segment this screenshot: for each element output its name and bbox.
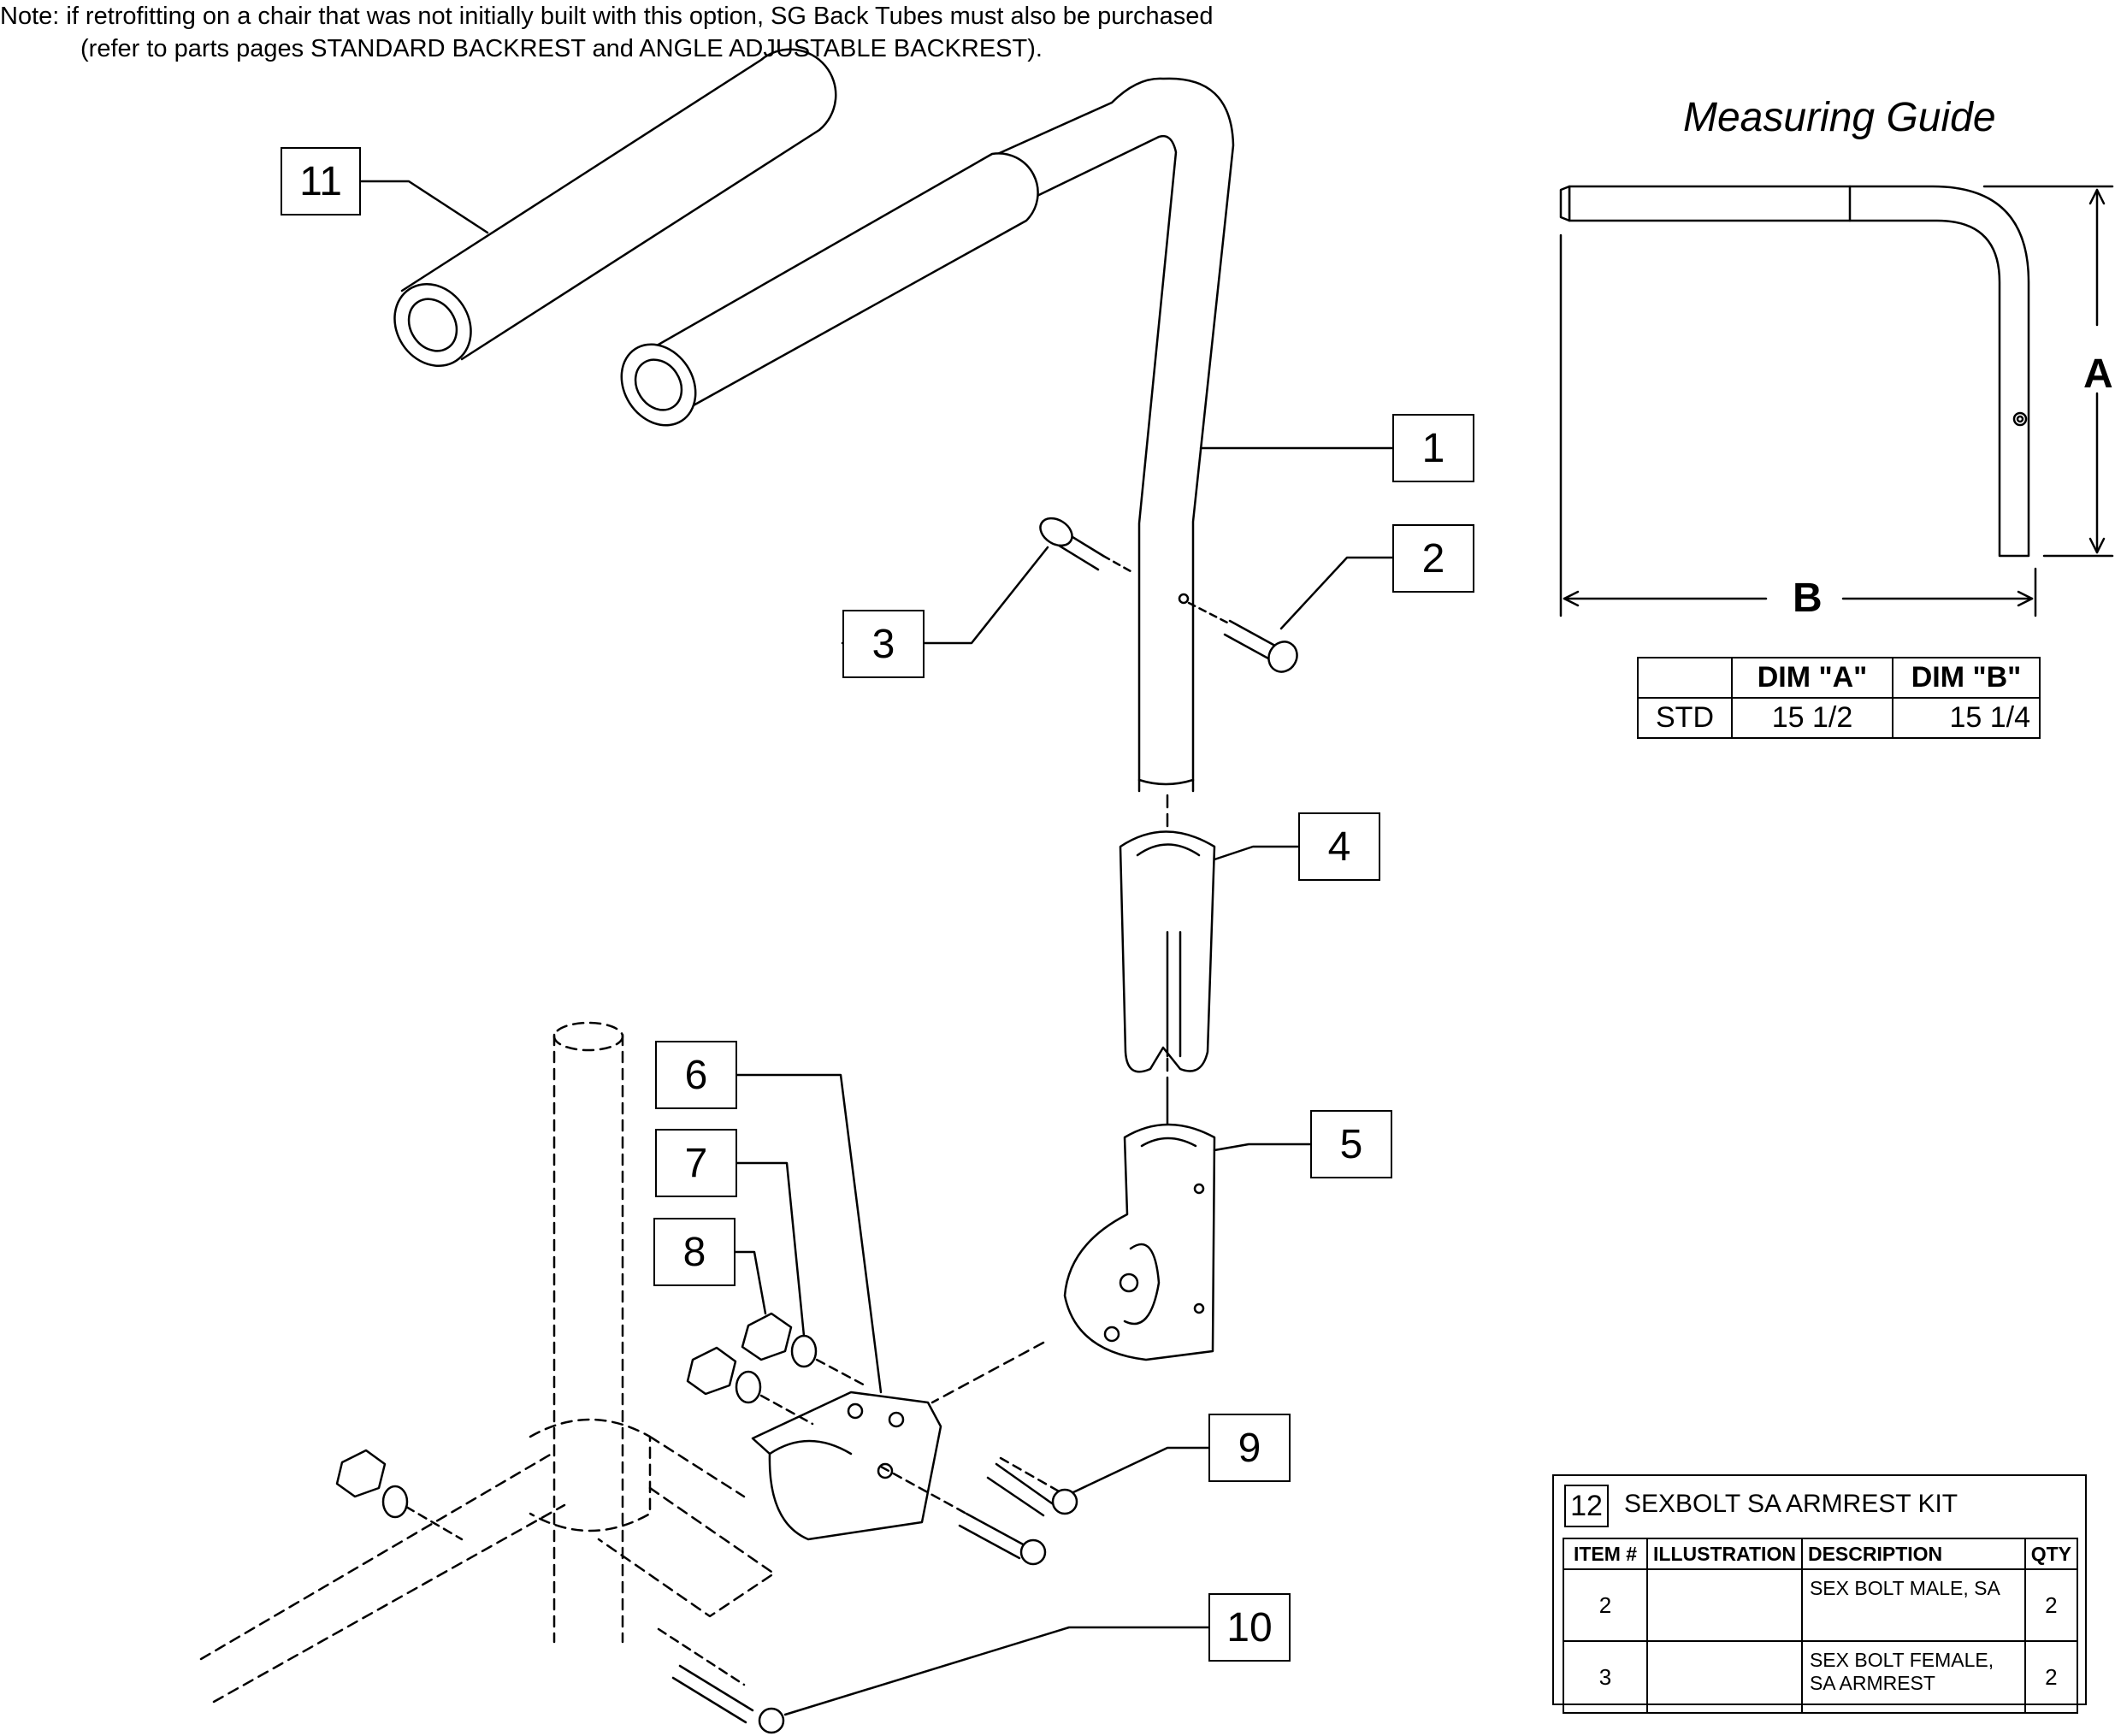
kit-header-qty: QTY xyxy=(2023,1538,2079,1570)
callout-7: 7 xyxy=(655,1129,737,1197)
retrofit-note-line-1: Note: if retrofitting on a chair that wa… xyxy=(0,3,1214,30)
kit-table: ITEM # ILLUSTRATION DESCRIPTION QTY 2 SE… xyxy=(1563,1538,2079,1714)
callout-2: 2 xyxy=(1392,524,1474,593)
dim-row-label: STD xyxy=(1637,697,1733,739)
callout-3: 3 xyxy=(842,610,925,678)
kit-qty: 2 xyxy=(2023,1640,2079,1714)
dimension-table: DIM "A" DIM "B" STD 15 1/2 15 1/4 xyxy=(1637,657,2041,739)
kit-row: 2 SEX BOLT MALE, SA 2 xyxy=(1563,1568,2079,1642)
chair-frame-phantom-drawing xyxy=(199,1021,1045,1704)
kit-illustration-cell xyxy=(1646,1568,1803,1642)
callout-10: 10 xyxy=(1208,1593,1291,1662)
measuring-guide-title: Measuring Guide xyxy=(1683,95,1996,140)
part-2-bolt-drawing xyxy=(1187,601,1298,673)
kit-item-number: 2 xyxy=(1563,1568,1648,1642)
kit-title: SEXBOLT SA ARMREST KIT xyxy=(1624,1490,1958,1518)
kit-header-item: ITEM # xyxy=(1563,1538,1648,1570)
dim-header-b: DIM "B" xyxy=(1892,657,2041,699)
dim-row-a-value: 15 1/2 xyxy=(1731,697,1893,739)
retrofit-note-line-2: (refer to parts pages STANDARD BACKREST … xyxy=(80,35,1043,62)
kit-qty: 2 xyxy=(2023,1568,2079,1642)
part-9-10-bolts-drawing xyxy=(657,1456,1078,1734)
kit-item-number: 3 xyxy=(1563,1640,1648,1714)
kit-number: 12 xyxy=(1564,1485,1609,1527)
part-5-receiver-drawing xyxy=(1063,1123,1216,1361)
part-7-8-hardware-drawing xyxy=(335,1312,870,1541)
callout-4: 4 xyxy=(1298,812,1380,881)
part-3-bolt-drawing xyxy=(1039,517,1132,573)
part-11-grip-drawing xyxy=(393,48,837,368)
callout-8: 8 xyxy=(653,1218,736,1286)
callout-5: 5 xyxy=(1310,1110,1392,1178)
dim-a-label: A xyxy=(2083,351,2113,397)
callout-1: 1 xyxy=(1392,414,1474,482)
kit-description: SEX BOLT FEMALE, SA ARMREST xyxy=(1800,1640,2026,1714)
callout-9: 9 xyxy=(1208,1414,1291,1482)
dim-header-blank xyxy=(1637,657,1733,699)
kit-description: SEX BOLT MALE, SA xyxy=(1800,1568,2026,1642)
dim-header-a: DIM "A" xyxy=(1731,657,1893,699)
kit-header-description: DESCRIPTION xyxy=(1800,1538,2026,1570)
kit-row: 3 SEX BOLT FEMALE, SA ARMREST 2 xyxy=(1563,1640,2079,1714)
dim-row-b-value: 15 1/4 xyxy=(1892,697,2041,739)
kit-illustration-cell xyxy=(1646,1640,1803,1714)
callout-6: 6 xyxy=(655,1041,737,1109)
callout-11: 11 xyxy=(281,147,361,216)
part-1-back-tube-drawing xyxy=(620,77,1235,793)
measuring-guide-drawing xyxy=(1559,185,2114,617)
kit-header-illustration: ILLUSTRATION xyxy=(1646,1538,1803,1570)
sexbolt-kit-box: 12 SEXBOLT SA ARMREST KIT ITEM # ILLUSTR… xyxy=(1552,1474,2087,1714)
part-4-sleeve-drawing xyxy=(1119,830,1216,1073)
dim-b-label: B xyxy=(1793,576,1823,621)
part-6-clamp-drawing xyxy=(751,1391,942,1541)
